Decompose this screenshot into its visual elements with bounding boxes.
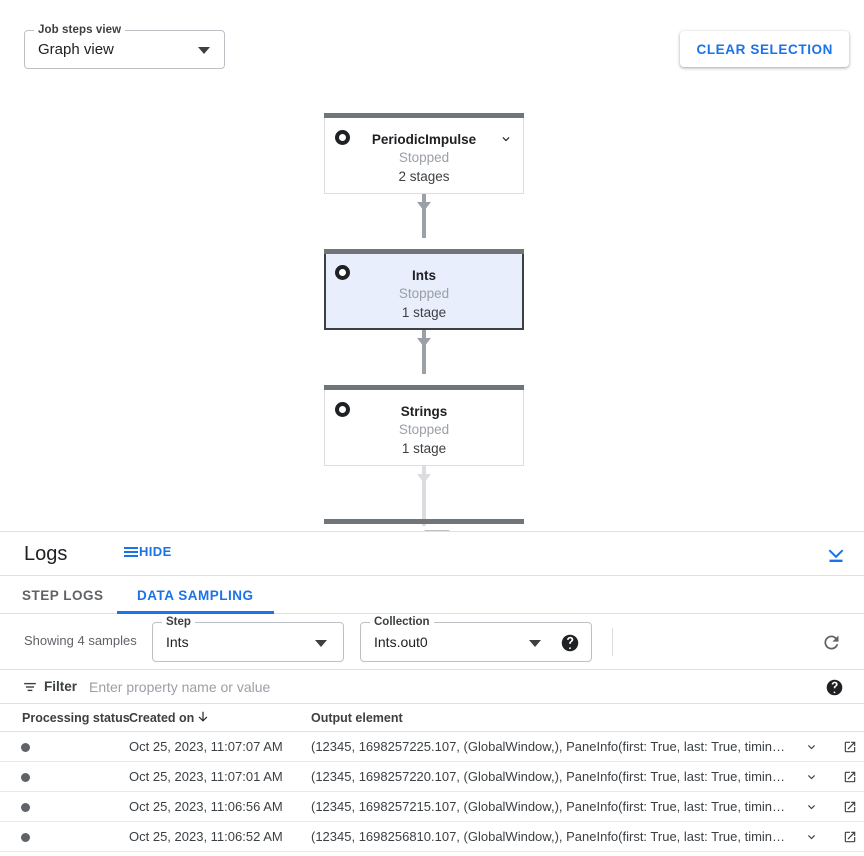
collection-select[interactable]: Collection Ints.out0 (360, 615, 592, 662)
clear-selection-button[interactable]: CLEAR SELECTION (680, 31, 849, 67)
chevron-down-icon (198, 47, 210, 54)
filter-input[interactable] (87, 677, 787, 697)
column-header-output-element: Output element (311, 711, 403, 725)
column-header-created-on[interactable]: Created on (129, 711, 195, 725)
step-select-label: Step (162, 615, 195, 629)
logs-title: Logs (24, 543, 68, 565)
collection-select-label: Collection (370, 615, 434, 629)
processing-status-dot (21, 833, 30, 842)
graph-edge-2 (422, 330, 426, 374)
open-in-new-icon[interactable] (843, 740, 857, 754)
cell-created-on: Oct 25, 2023, 11:06:56 AM (129, 799, 283, 814)
hamburger-icon (124, 546, 138, 558)
table-row[interactable]: Oct 25, 2023, 11:06:52 AM (12345, 169825… (0, 822, 864, 852)
node-title: PeriodicImpulse (371, 132, 477, 147)
graph-edge-arrow-3 (417, 474, 431, 483)
stopped-icon (335, 265, 350, 280)
stopped-icon (335, 130, 350, 145)
collection-select-value: Ints.out0 (374, 634, 428, 650)
samples-table-header: Processing status Created on Output elem… (0, 704, 864, 732)
job-steps-view-label: Job steps view (34, 23, 126, 37)
filter-label: Filter (44, 679, 78, 694)
chevron-down-icon[interactable] (803, 770, 820, 784)
graph-edge-1 (422, 194, 426, 238)
table-row[interactable]: Oct 25, 2023, 11:07:01 AM (12345, 169825… (0, 762, 864, 792)
logs-header: Logs HIDE (0, 532, 864, 576)
graph-node-partial-bar (324, 519, 524, 524)
hide-logs-label: HIDE (139, 544, 172, 559)
chevron-down-icon[interactable] (803, 830, 820, 844)
node-status-bar (324, 249, 524, 254)
column-header-processing-status: Processing status (22, 711, 130, 725)
chevron-down-icon[interactable] (803, 740, 820, 754)
chevron-down-icon (315, 640, 327, 647)
stopped-icon (335, 402, 350, 417)
graph-node-strings[interactable]: Strings Stopped 1 stage (324, 385, 524, 466)
logs-tabs: STEP LOGS DATA SAMPLING (0, 576, 864, 614)
help-icon[interactable] (561, 634, 579, 652)
graph-edge-3 (422, 466, 426, 526)
cell-output-element: (12345, 1698257225.107, (GlobalWindow,),… (311, 739, 786, 754)
graph-node-ints[interactable]: Ints Stopped 1 stage (324, 249, 524, 330)
tab-step-logs[interactable]: STEP LOGS (22, 587, 104, 603)
filter-row: Filter (0, 670, 864, 704)
cell-created-on: Oct 25, 2023, 11:07:07 AM (129, 739, 283, 754)
showing-samples-text: Showing 4 samples (24, 633, 137, 648)
processing-status-dot (21, 803, 30, 812)
cell-output-element: (12345, 1698256810.107, (GlobalWindow,),… (311, 829, 786, 844)
tab-data-sampling[interactable]: DATA SAMPLING (117, 576, 274, 614)
arrow-downward-icon[interactable] (196, 709, 210, 725)
controls-divider (612, 628, 613, 656)
job-steps-view-select[interactable]: Job steps view Graph view (24, 23, 225, 69)
node-status-bar (324, 113, 524, 118)
step-select-value: Ints (166, 634, 189, 650)
open-in-new-icon[interactable] (843, 830, 857, 844)
chevron-down-icon (529, 640, 541, 647)
pane-splitter (0, 526, 864, 531)
open-in-new-icon[interactable] (843, 770, 857, 784)
cell-output-element: (12345, 1698257220.107, (GlobalWindow,),… (311, 769, 786, 784)
job-steps-view-value: Graph view (38, 41, 114, 58)
processing-status-dot (21, 773, 30, 782)
refresh-icon[interactable] (821, 632, 842, 653)
node-title: Ints (411, 268, 436, 283)
graph-edge-arrow-2 (417, 338, 431, 347)
samples-table: Processing status Created on Output elem… (0, 704, 864, 852)
node-status: Stopped (398, 422, 450, 437)
hide-logs-button[interactable]: HIDE (124, 544, 172, 559)
node-stages: 1 stage (401, 305, 447, 320)
cell-created-on: Oct 25, 2023, 11:06:52 AM (129, 829, 283, 844)
graph-edge-arrow-1 (417, 202, 431, 211)
logs-panel: Logs HIDE STEP LOGS DATA SAMPLING Showin… (0, 531, 864, 856)
processing-status-dot (21, 743, 30, 752)
table-row[interactable]: Oct 25, 2023, 11:06:56 AM (12345, 169825… (0, 792, 864, 822)
open-in-new-icon[interactable] (843, 800, 857, 814)
job-graph-pane: Job steps view Graph view CLEAR SELECTIO… (24, 23, 849, 526)
vertical-align-bottom-icon[interactable] (823, 541, 849, 567)
cell-created-on: Oct 25, 2023, 11:07:01 AM (129, 769, 283, 784)
node-status-bar (324, 385, 524, 390)
node-status: Stopped (398, 286, 450, 301)
filter-icon (24, 682, 36, 692)
sampling-controls: Showing 4 samples Step Ints Collection I… (0, 614, 864, 670)
graph-node-periodicimpulse[interactable]: PeriodicImpulse Stopped 2 stages (324, 113, 524, 194)
table-row[interactable]: Oct 25, 2023, 11:07:07 AM (12345, 169825… (0, 732, 864, 762)
node-title: Strings (400, 404, 448, 419)
cell-output-element: (12345, 1698257215.107, (GlobalWindow,),… (311, 799, 786, 814)
help-icon[interactable] (826, 679, 843, 696)
node-status: Stopped (398, 150, 450, 165)
step-select[interactable]: Step Ints (152, 615, 344, 662)
node-stages: 2 stages (398, 169, 450, 184)
chevron-down-icon[interactable] (499, 132, 513, 146)
chevron-down-icon[interactable] (803, 800, 820, 814)
node-stages: 1 stage (401, 441, 447, 456)
